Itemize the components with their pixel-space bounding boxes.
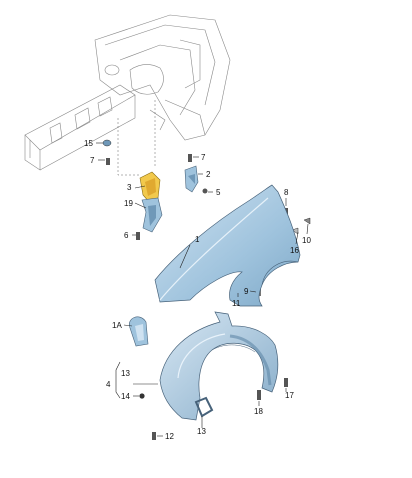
callouts: 15 7 3 19 6 7 2 5 8 1 16 10 9 11 1A 13 4… <box>84 139 311 441</box>
label-18: 18 <box>254 407 263 416</box>
label-11: 11 <box>232 299 241 308</box>
label-10: 10 <box>302 236 311 245</box>
label-7-right: 7 <box>201 153 206 162</box>
label-4: 4 <box>106 380 111 389</box>
label-2: 2 <box>206 170 211 179</box>
label-3: 3 <box>127 183 132 192</box>
label-13-left: 13 <box>121 369 130 378</box>
label-12: 12 <box>165 432 174 441</box>
label-6: 6 <box>124 231 129 240</box>
label-14: 14 <box>121 392 130 401</box>
label-7-left: 7 <box>90 156 95 165</box>
label-1: 1 <box>195 235 200 244</box>
part-2-bracket <box>184 165 199 193</box>
leader-lines <box>96 142 309 437</box>
dashed-guide <box>117 118 140 176</box>
fasteners <box>102 139 311 440</box>
label-17: 17 <box>285 391 294 400</box>
body-structure <box>24 14 231 171</box>
part-13-ring <box>194 396 214 418</box>
part-3-bracket <box>139 171 161 204</box>
part-13-liner <box>159 311 279 421</box>
label-19: 19 <box>124 199 133 208</box>
part-1a-cover <box>128 316 149 347</box>
label-8: 8 <box>284 188 289 197</box>
label-1a: 1A <box>112 321 122 330</box>
label-5: 5 <box>216 188 221 197</box>
label-9: 9 <box>244 287 249 296</box>
part-19-bracket <box>141 197 163 233</box>
label-15: 15 <box>84 139 93 148</box>
part-1-fender <box>154 184 301 307</box>
label-16: 16 <box>290 246 299 255</box>
label-13-bottom: 13 <box>197 427 206 436</box>
